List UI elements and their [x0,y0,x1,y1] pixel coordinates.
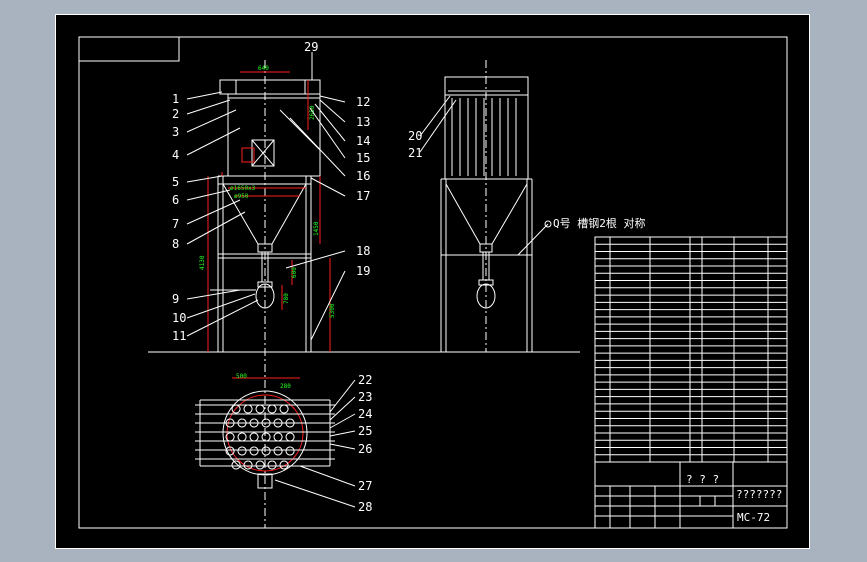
label-13: 13 [356,115,370,129]
label-22: 22 [358,373,372,387]
note-text: Q号 槽钢2根 对称 [553,216,646,230]
dim-500: 500 [236,373,247,380]
label-14: 14 [356,134,370,148]
drawing-number: MC-72 [737,511,770,524]
dim-height-5300: 5300 [329,303,336,318]
dim-2650: 2650 [309,105,316,120]
title-qmarks: ? ? ? [686,473,719,486]
label-5: 5 [172,175,179,189]
label-17: 17 [356,189,370,203]
label-20: 20 [408,129,422,143]
dim-780: 780 [283,293,290,304]
dim-280: 280 [280,383,291,390]
dim-height-4130: 4130 [199,255,206,270]
label-23: 23 [358,390,372,404]
leaders-left [186,52,346,341]
label-7: 7 [172,217,179,231]
label-25: 25 [358,424,372,438]
corner-box [78,36,180,62]
part-labels-left: 1 2 3 4 5 6 7 8 9 10 11 12 13 14 15 16 1… [172,40,370,343]
title-block: ? ? ? ??????? MC-72 [594,461,788,529]
dim-dia-1650: ø1650x3 [230,185,256,192]
label-4: 4 [172,148,179,162]
label-8: 8 [172,237,179,251]
label-19: 19 [356,264,370,278]
label-15: 15 [356,151,370,165]
label-9: 9 [172,292,179,306]
label-12: 12 [356,95,370,109]
label-3: 3 [172,125,179,139]
dim-dia-950: ø950 [234,193,249,200]
label-28: 28 [358,500,372,514]
label-18: 18 [356,244,370,258]
label-16: 16 [356,169,370,183]
label-1: 1 [172,92,179,106]
label-2: 2 [172,107,179,121]
plan-view: 500 280 22 23 24 25 26 27 28 [195,373,372,514]
front-view: 640 4130 1450 5300 ø1650x3 ø950 2650 600… [199,60,336,528]
drawing-frame [55,14,810,549]
label-29: 29 [304,40,318,54]
title-name: ??????? [736,488,782,501]
label-6: 6 [172,193,179,207]
dim-height-1450: 1450 [313,221,320,236]
parts-table [594,236,788,463]
label-24: 24 [358,407,372,421]
label-21: 21 [408,146,422,160]
dim-600: 600 [291,267,298,278]
label-26: 26 [358,442,372,456]
dim-top-width: 640 [258,65,269,72]
label-11: 11 [172,329,186,343]
label-27: 27 [358,479,372,493]
label-10: 10 [172,311,186,325]
side-view [419,60,552,352]
